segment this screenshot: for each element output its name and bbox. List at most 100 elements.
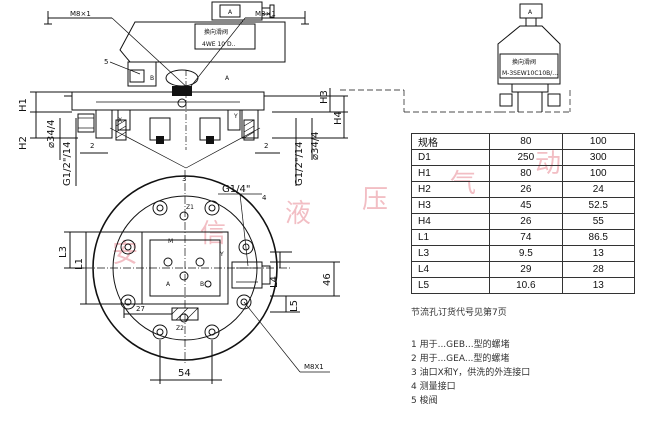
table-cell: 80 [489,165,563,182]
table-cell: H2 [410,181,491,198]
plan-port-b: B [200,281,204,288]
table-header-cell: 80 [489,133,563,150]
table-cell: 24 [561,181,636,198]
h1-label: H1 [18,98,29,112]
table-cell: 52.5 [561,197,636,214]
table-header-cell: 规格 [410,133,491,150]
table-row: L5 10.6 13 [410,277,636,294]
alt-valve-body [497,25,561,85]
m-label: M [168,238,173,245]
table-row: H4 26 55 [410,213,636,230]
callout-3: 3 [182,175,186,183]
thread-left-label: G1/2"/14 [62,141,73,186]
table-cell: L3 [410,245,491,262]
table-cell: 45 [489,197,563,214]
bolt-label-left: M8×1 [70,10,91,18]
thread-right-label: G1/2"/14 [294,141,305,186]
table-cell: 13 [561,277,636,294]
valve-mounting-face [141,231,229,305]
table-cell: 74 [489,229,563,246]
table-row: L4 29 28 [410,261,636,278]
z1-label: Z1 [186,204,194,211]
table-row: L3 9.5 13 [410,245,636,262]
watermark-char: 液 [285,199,311,229]
port-a-label: A [225,75,230,82]
table-cell: 10.6 [489,277,563,294]
table-cell: 29 [489,261,563,278]
h4-label: H4 [333,111,344,125]
alternate-valve-view: A 换向滑阀 M-3SEW10C10B/... [340,3,571,113]
note-item: 1 用于...GEB...型的螺堵 [411,340,510,350]
table-cell: 300 [561,149,636,166]
table-cell: 13 [561,245,636,262]
mounting-hole [204,200,220,216]
table-cell: L4 [410,261,491,278]
watermark-char: 信 [200,219,226,249]
table-row: H2 26 24 [410,181,636,198]
l4-label: L4 [269,276,280,288]
watermark-char: 压 [362,185,388,215]
l3-label: L3 [58,246,69,258]
table-cell: H4 [410,213,491,230]
table-row: H3 45 52.5 [410,197,636,214]
dim-46-label: 46 [322,273,333,286]
note-item: 3 油口X和Y，供洗的外连接口 [411,368,531,378]
alt-valve-model: M-3SEW10C10B/... [502,70,558,77]
table-row: D1 250 300 [410,149,636,166]
z2-label: Z2 [176,325,184,332]
mounting-hole [236,294,252,310]
table-row: H1 80 100 [410,165,636,182]
h2-label: H2 [18,136,29,150]
spec-table: 规格 80 100 D1 250 300 H1 80 100 H2 26 24 … [410,133,636,294]
valve-plate-text: 换向滑阀 [204,28,228,36]
alt-solenoid [519,3,543,19]
l5-label: L5 [289,300,300,312]
plan-view: A B Y Z1 M Z2 G1/4" 4 L3 L1 [58,170,340,384]
mounting-hole [120,239,136,255]
table-cell: H1 [410,165,491,182]
plan-port-a: A [166,281,171,288]
dia-left-label: ⌀34/4 [46,120,57,148]
table-cell: H3 [410,197,491,214]
h3-label: H3 [319,90,330,104]
callout-2-left: 2 [90,142,94,150]
mounting-hole [204,324,220,340]
watermark-char: 安 [112,239,138,269]
gauge-port-block [231,261,263,289]
table-cell: L5 [410,277,491,294]
table-header-row: 规格 80 100 [410,133,636,150]
directional-valve-body [119,21,286,63]
table-cell: L1 [410,229,491,246]
gauge-thread-label: G1/4" [222,184,250,195]
table-cell: 55 [561,213,636,230]
l1-label: L1 [74,258,85,270]
callout-4: 4 [262,194,267,202]
alt-port-a-top: A [528,9,533,16]
note-item: 5 梭阀 [411,396,438,406]
note-item: 2 用于...GEA...型的螺堵 [411,354,510,364]
notes-list: 1 用于...GEB...型的螺堵 2 用于...GEA...型的螺堵 3 油口… [411,338,530,408]
order-note: 节流孔订货代号见第7页 [411,308,507,318]
side-view: M8×1 M8×1 A 换向滑阀 4WE 10 D.. A 5 B [18,1,348,186]
table-cell: 100 [561,165,636,182]
note-item: 4 测量接口 [411,382,456,392]
alt-valve-plate-text: 换向滑阀 [512,58,536,66]
table-cell: D1 [410,149,491,166]
table-row: L1 74 86.5 [410,229,636,246]
cover-block [71,91,265,111]
mounting-hole [152,200,168,216]
table-header-cell: 100 [561,133,636,150]
mounting-hole [120,294,136,310]
table-cell: 26 [489,213,563,230]
dia-right-label: ⌀34/4 [310,132,321,160]
port-b-label: B [150,75,154,82]
port-y-label: Y [233,113,238,120]
callout-2-right: 2 [264,142,268,150]
table-cell: 26 [489,181,563,198]
dim-54-label: 54 [178,368,191,379]
mounting-hole [152,324,168,340]
shuttle-valve [165,69,199,87]
callout-5: 5 [104,58,108,66]
plan-port-y: Y [219,251,224,258]
valve-model: 4WE 10 D.. [202,41,236,48]
